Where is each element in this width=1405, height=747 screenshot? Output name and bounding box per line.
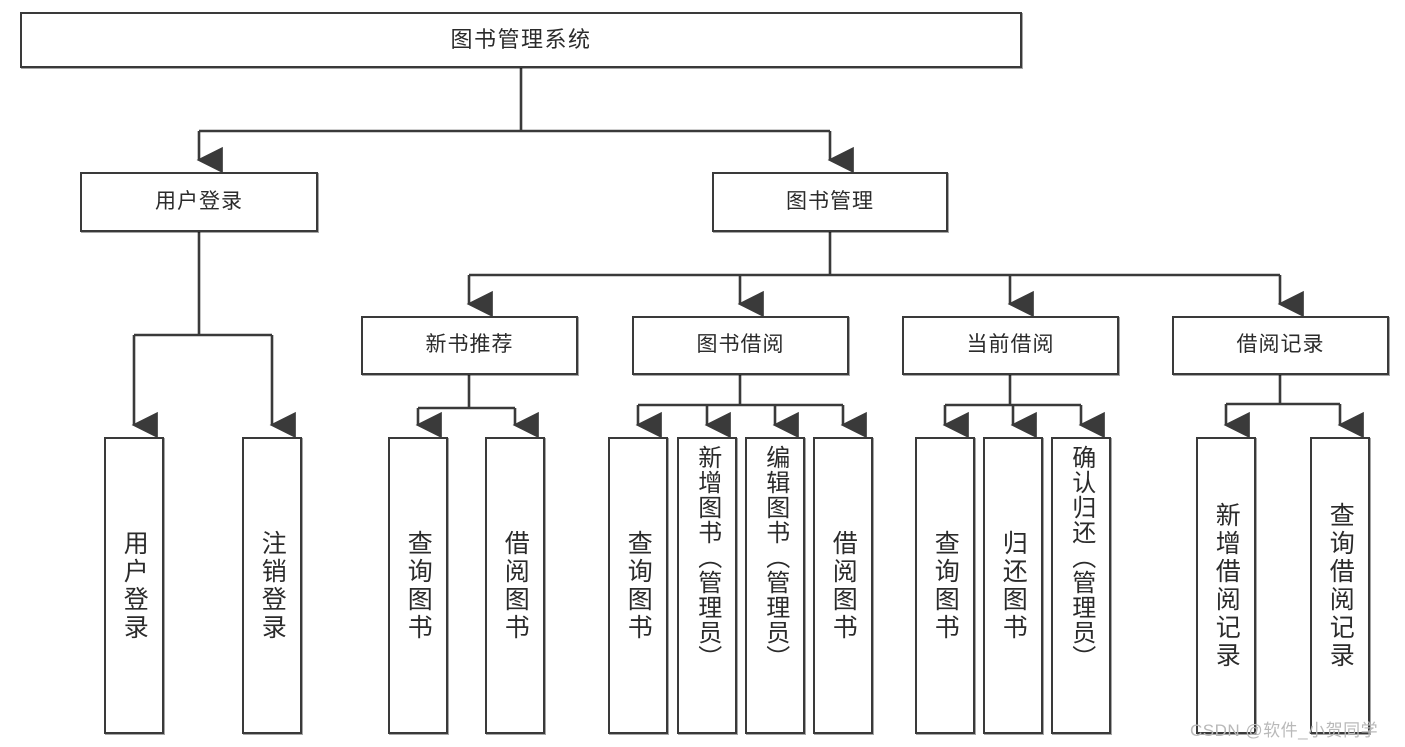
leaf-query-book-recommend[interactable]: 查询图书	[388, 437, 448, 734]
leaf-borrow-book-borrow[interactable]: 借阅图书	[813, 437, 873, 734]
leaf-add-borrow-record[interactable]: 新增借阅记录	[1196, 437, 1256, 734]
node-label: 查询借阅记录	[1326, 501, 1355, 670]
node-label: 借阅图书	[501, 529, 530, 642]
node-label: 借阅图书	[829, 529, 858, 642]
node-label: 查询图书	[931, 529, 960, 642]
leaf-edit-book-admin[interactable]: 编辑图书（管理员）	[745, 437, 805, 734]
leaf-user-login[interactable]: 用户登录	[104, 437, 164, 734]
node-new-book-recommend[interactable]: 新书推荐	[361, 316, 578, 375]
leaf-confirm-return-admin[interactable]: 确认归还（管理员）	[1051, 437, 1111, 734]
node-label: 当前借阅	[966, 333, 1055, 357]
leaf-query-book-borrow[interactable]: 查询图书	[608, 437, 668, 734]
node-label: 查询图书	[624, 529, 653, 642]
node-user-login[interactable]: 用户登录	[80, 172, 318, 232]
node-label: 编辑图书（管理员）	[761, 445, 789, 670]
node-label: 注销登录	[258, 529, 287, 642]
node-borrow-record[interactable]: 借阅记录	[1172, 316, 1389, 375]
node-label: 图书管理	[786, 189, 874, 213]
node-current-borrow[interactable]: 当前借阅	[902, 316, 1119, 375]
node-label: 查询图书	[404, 529, 433, 642]
node-label: 新书推荐	[425, 333, 514, 357]
leaf-query-borrow-record[interactable]: 查询借阅记录	[1310, 437, 1370, 734]
node-label: 用户登录	[120, 529, 149, 642]
watermark-csdn: CSDN @软件_小贺同学	[1190, 721, 1379, 740]
node-label: 确认归还（管理员）	[1067, 445, 1095, 670]
node-root-system[interactable]: 图书管理系统	[20, 12, 1022, 68]
leaf-user-logout[interactable]: 注销登录	[242, 437, 302, 734]
node-label: 新增图书（管理员）	[693, 445, 721, 670]
leaf-query-book-current[interactable]: 查询图书	[915, 437, 975, 734]
node-label: 图书借阅	[696, 333, 785, 357]
leaf-add-book-admin[interactable]: 新增图书（管理员）	[677, 437, 737, 734]
node-label: 用户登录	[155, 189, 243, 213]
leaf-return-book[interactable]: 归还图书	[983, 437, 1043, 734]
leaf-borrow-book-recommend[interactable]: 借阅图书	[485, 437, 545, 734]
node-book-borrow[interactable]: 图书借阅	[632, 316, 849, 375]
node-book-manage[interactable]: 图书管理	[712, 172, 948, 232]
node-label: 新增借阅记录	[1212, 501, 1241, 670]
node-label: 归还图书	[999, 529, 1028, 642]
node-label: 图书管理系统	[450, 27, 592, 53]
node-label: 借阅记录	[1236, 333, 1325, 357]
